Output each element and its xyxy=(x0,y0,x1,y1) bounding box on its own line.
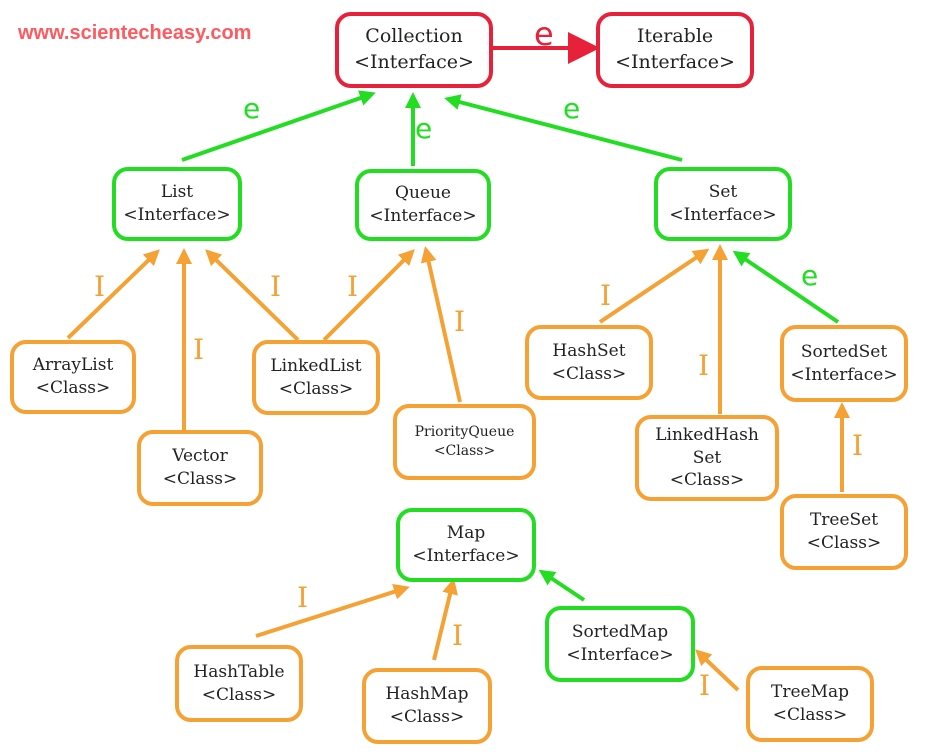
label-implements-hashset-set: I xyxy=(600,279,612,312)
label-implements-treeset-sortedset: I xyxy=(852,429,864,462)
node-map: Map <Interface> xyxy=(396,508,536,582)
site-watermark: www.scientecheasy.com xyxy=(18,22,252,44)
label-implements-hashmap-map: I xyxy=(452,619,464,652)
node-collection-name: Collection xyxy=(365,25,463,48)
node-set-name: Set xyxy=(708,182,738,203)
node-linkedlist: LinkedList <Class> xyxy=(252,340,380,415)
edge-sortedmap-map xyxy=(538,569,586,602)
edge-linkedlist-queue xyxy=(322,249,415,342)
node-hashset-name: HashSet xyxy=(552,340,626,361)
node-arraylist-kind: <Class> xyxy=(35,378,111,398)
node-linkedhashset-name-line2: Set xyxy=(692,447,722,468)
node-treeset-name: TreeSet xyxy=(809,510,879,531)
node-sortedmap: SortedMap <Interface> xyxy=(545,606,695,682)
node-collection-kind: <Interface> xyxy=(354,51,474,73)
node-priorityqueue-name: PriorityQueue xyxy=(414,424,515,441)
node-queue-name: Queue xyxy=(395,183,451,204)
label-implements-vector-list: I xyxy=(193,333,205,366)
label-extends-collection-iterable: e xyxy=(534,15,554,53)
label-implements-treemap-sortedmap: I xyxy=(699,669,711,702)
node-list-kind: <Interface> xyxy=(123,205,231,225)
node-hashset: HashSet <Class> xyxy=(525,325,653,400)
edge-treemap-sortedmap xyxy=(695,649,740,692)
node-treemap-name: TreeMap xyxy=(770,682,849,703)
node-sortedset-name: SortedSet xyxy=(800,341,888,362)
node-hashset-kind: <Class> xyxy=(551,363,627,384)
node-iterable: Iterable <Interface> xyxy=(596,12,754,88)
label-implements-linkedhashset-set: I xyxy=(698,349,710,382)
label-extends-list-collection: e xyxy=(243,92,261,125)
node-linkedlist-name: LinkedList xyxy=(270,355,362,376)
node-linkedhashset-kind: <Class> xyxy=(669,470,745,491)
node-queue-kind: <Interface> xyxy=(369,206,477,226)
node-treemap: TreeMap <Class> xyxy=(746,666,874,742)
node-vector-kind: <Class> xyxy=(162,469,238,489)
node-set-kind: <Interface> xyxy=(669,205,777,225)
node-iterable-kind: <Interface> xyxy=(615,51,735,73)
label-extends-queue-collection: e xyxy=(415,112,433,145)
edge-list-collection xyxy=(181,90,376,162)
edge-hashmap-map xyxy=(432,578,458,661)
edge-priorityqueue-queue xyxy=(420,246,462,403)
edge-arraylist-list xyxy=(66,249,160,340)
node-arraylist: ArrayList <Class> xyxy=(10,340,136,414)
node-sortedset: SortedSet <Interface> xyxy=(780,325,908,402)
label-implements-hashtable-map: I xyxy=(297,581,309,614)
node-treeset: TreeSet <Class> xyxy=(780,494,908,570)
label-implements-linkedlist-list: I xyxy=(270,270,282,303)
node-treeset-kind: <Class> xyxy=(806,533,882,553)
node-map-name: Map xyxy=(446,523,486,544)
node-arraylist-name: ArrayList xyxy=(32,355,114,376)
edge-sortedset-set xyxy=(732,250,840,324)
edge-hashset-set xyxy=(598,248,710,324)
node-hashtable-name: HashTable xyxy=(193,661,285,682)
label-implements-linkedlist-queue: I xyxy=(347,270,359,303)
node-sortedmap-name: SortedMap xyxy=(571,622,669,643)
node-map-kind: <Interface> xyxy=(412,546,520,566)
node-hashtable-kind: <Class> xyxy=(201,684,277,705)
node-priorityqueue-kind: <Class> xyxy=(433,443,496,459)
node-vector: Vector <Class> xyxy=(137,430,263,506)
node-hashmap-name: HashMap xyxy=(385,684,469,705)
node-sortedmap-kind: <Interface> xyxy=(566,645,674,665)
node-collection: Collection <Interface> xyxy=(335,12,493,88)
node-priorityqueue: PriorityQueue <Class> xyxy=(393,404,536,480)
node-linkedhashset-name-line1: LinkedHash xyxy=(655,424,759,445)
node-treemap-kind: <Class> xyxy=(772,705,848,725)
node-hashmap-kind: <Class> xyxy=(389,707,465,727)
node-set: Set <Interface> xyxy=(654,167,792,241)
node-iterable-name: Iterable xyxy=(636,25,714,48)
label-implements-priorityqueue-queue: I xyxy=(454,305,466,338)
node-list-name: List xyxy=(160,182,194,203)
edge-hashtable-map xyxy=(255,584,410,638)
edge-linkedlist-list xyxy=(205,249,300,342)
label-extends-set-collection: e xyxy=(563,92,581,125)
label-implements-arraylist-list: I xyxy=(94,270,106,303)
node-queue: Queue <Interface> xyxy=(355,169,491,241)
node-hashmap: HashMap <Class> xyxy=(362,668,492,744)
node-linkedhashset: LinkedHash Set <Class> xyxy=(635,415,779,501)
node-linkedlist-kind: <Class> xyxy=(278,378,354,399)
node-sortedset-kind: <Interface> xyxy=(790,364,898,385)
node-list: List <Interface> xyxy=(112,167,242,241)
label-extends-sortedset-set: e xyxy=(801,259,819,292)
node-hashtable: HashTable <Class> xyxy=(175,645,303,722)
node-vector-name: Vector xyxy=(172,446,228,467)
edge-set-collection xyxy=(444,94,683,162)
